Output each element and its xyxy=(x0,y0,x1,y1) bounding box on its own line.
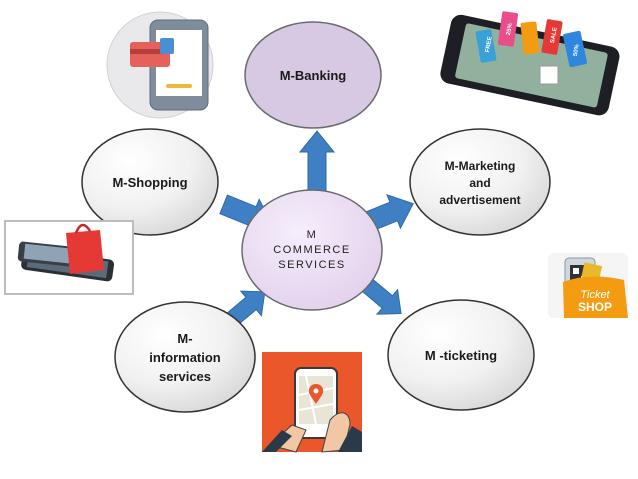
center-line-3: SERVICES xyxy=(278,258,346,271)
information-node xyxy=(114,301,256,413)
arrow-up xyxy=(298,130,336,197)
shopping-node xyxy=(81,128,219,236)
percent-tag-text: 25% xyxy=(506,22,514,36)
ticketing-label: M -ticketing xyxy=(424,347,498,363)
marketing-line-1: M-Marketing xyxy=(444,158,516,173)
marketing-phone-illustration: FREE 25% SALE 50% xyxy=(440,11,620,116)
fifty-tag xyxy=(563,30,587,68)
shopping-illustration xyxy=(4,220,134,295)
information-map-illustration xyxy=(262,352,362,453)
free-tag xyxy=(475,29,497,63)
marketing-label: M-Marketing and advertisement xyxy=(420,156,540,210)
orange-tag xyxy=(520,21,540,55)
banking-node xyxy=(244,21,382,129)
banking-phone-illustration xyxy=(106,11,214,119)
percent-tag xyxy=(497,11,519,47)
information-line-1: M- xyxy=(177,330,193,346)
ticket-shop-illustration: Ticket SHOP xyxy=(548,253,628,318)
arrow-down-right xyxy=(361,278,402,315)
information-label: M- information services xyxy=(125,327,245,387)
marketing-line-2: and xyxy=(469,175,491,190)
fifty-tag-text: 50% xyxy=(573,43,581,57)
shopping-label: M-Shopping xyxy=(112,174,188,190)
center-circle xyxy=(241,189,383,311)
sale-tag-text: SALE xyxy=(550,27,559,44)
marketing-node xyxy=(409,128,551,236)
information-line-2: information xyxy=(149,349,221,365)
arrow-down-left xyxy=(225,290,266,327)
sale-tag xyxy=(541,19,563,55)
shop-text: SHOP xyxy=(578,300,612,314)
information-line-3: services xyxy=(158,368,212,384)
free-tag-text: FREE xyxy=(485,36,494,53)
center-line-1: M xyxy=(306,228,318,241)
marketing-line-3: advertisement xyxy=(439,192,521,207)
center-line-2: COMMERCE xyxy=(273,243,351,256)
ticketing-node xyxy=(387,299,535,411)
banking-label: M-Banking xyxy=(279,67,347,83)
ticket-text: Ticket xyxy=(580,289,610,301)
center-label: M COMMERCE SERVICES xyxy=(252,222,372,278)
